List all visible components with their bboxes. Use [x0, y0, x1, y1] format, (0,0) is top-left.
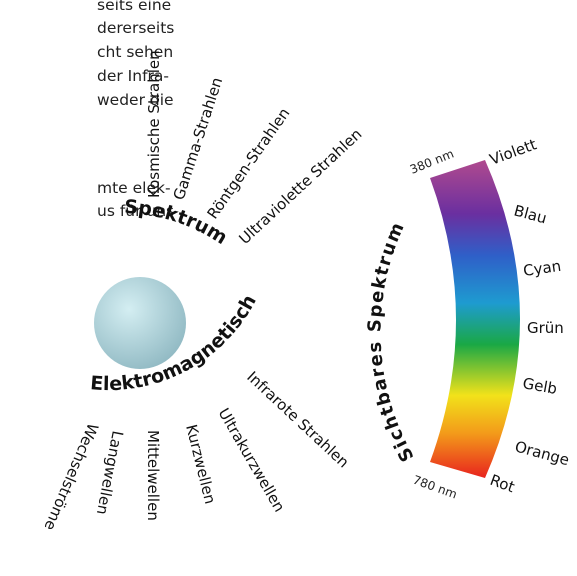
color-label: Blau: [512, 201, 549, 227]
ray-label: Ultrakurzwellen: [215, 405, 289, 515]
color-label: Grün: [527, 319, 564, 337]
paragraph-text: seits eine dererseits cht sehen der Infr…: [97, 0, 174, 220]
visible-spectrum-title: Sichtbares Spektrum: [364, 218, 418, 465]
paragraph-line: weder die: [97, 91, 174, 109]
color-label: Orange: [513, 437, 571, 469]
ray-label: Langwellen: [93, 429, 127, 516]
ray-label: Gamma-Strahlen: [170, 75, 227, 202]
ray-label: Kosmische Strahlen: [145, 50, 163, 198]
color-label: Cyan: [522, 257, 562, 280]
lower-rays: Infrarote Strahlen Ultrakurzwellen Kurzw…: [40, 368, 352, 533]
ray-label: Kurzwellen: [182, 423, 219, 506]
color-label: Gelb: [521, 374, 558, 398]
color-label: Rot: [488, 471, 518, 496]
sphere-icon: [94, 277, 186, 369]
paragraph-line: dererseits: [97, 19, 174, 37]
paragraph-line: der Infra-: [97, 67, 169, 85]
paragraph-line: mte elek-: [97, 179, 171, 197]
wavelength-780-label: 780 nm: [411, 473, 459, 502]
visible-spectrum-band: [430, 160, 520, 478]
paragraph-line: seits eine: [97, 0, 171, 14]
ray-label: Mittelwellen: [144, 430, 162, 521]
paragraph-line: us für uns: [97, 202, 174, 220]
paragraph-line: cht sehen: [97, 43, 173, 61]
ray-label: Wechselströme: [40, 420, 101, 533]
color-label: Violett: [487, 135, 539, 169]
